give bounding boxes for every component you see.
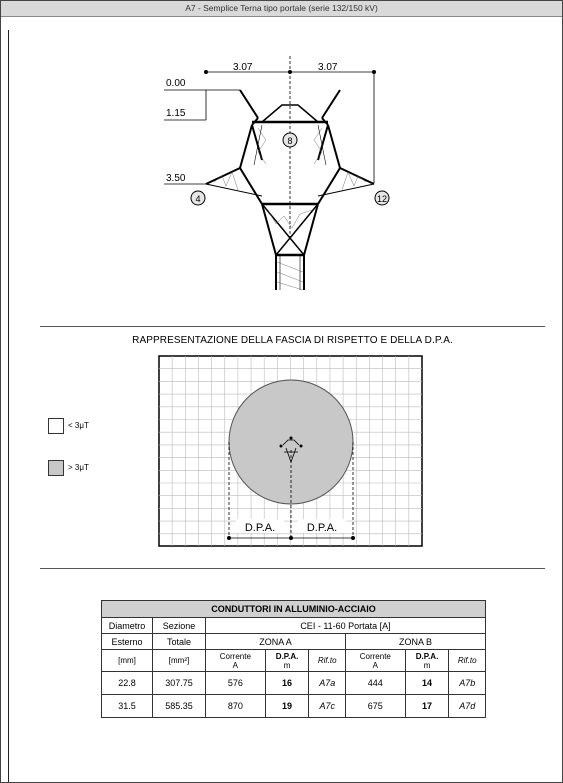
zona-a-header: ZONA A (205, 633, 346, 650)
dim-right-label: 3.07 (318, 62, 338, 73)
level-0-label: 0.00 (166, 78, 186, 89)
legend-high-label: > 3μT (68, 463, 89, 472)
margin-rule (8, 30, 9, 782)
row-diam: 22.8 (101, 671, 153, 695)
dpa-diagram: D.P.A. D.P.A. (158, 355, 423, 547)
legend-low-swatch (48, 418, 64, 434)
col-sezione: Sezione (152, 617, 206, 634)
col-cei: CEI - 11-60 Portata [A] (205, 617, 486, 634)
row-corr-b: 675 (344, 694, 406, 718)
zona-b-header: ZONA B (344, 633, 487, 650)
zona-a-dpa: D.P.A.m (264, 649, 310, 672)
row-diam: 31.5 (101, 694, 153, 718)
section-divider-top (40, 326, 545, 327)
phase-right-label: 12 (377, 194, 387, 204)
row-rif-b: A7b (448, 671, 486, 695)
col-diametro: Diametro (101, 617, 153, 634)
row-sez: 307.75 (152, 671, 206, 695)
legend-low-label: < 3μT (68, 421, 89, 430)
section-divider-bottom (40, 568, 545, 569)
row-sez: 585.35 (152, 694, 206, 718)
row-corr-b: 444 (344, 671, 406, 695)
section-caption: RAPPRESENTAZIONE DELLA FASCIA DI RISPETT… (132, 335, 453, 346)
dpa-b-label: D.P.A. (415, 651, 439, 661)
dpa-left-label: D.P.A. (245, 522, 275, 534)
conductor-table: CONDUTTORI IN ALLUMINIO-ACCIAIO Diametro… (101, 600, 487, 718)
row-dpa-b: 17 (404, 694, 450, 718)
table-title: CONDUTTORI IN ALLUMINIO-ACCIAIO (101, 600, 486, 618)
tower-diagram: 3.07 3.07 0.00 1.15 3.50 8 4 12 (164, 56, 390, 291)
zona-a-rif: Rif.to (308, 649, 346, 672)
row-dpa-a: 16 (264, 671, 310, 695)
row-dpa-b: 14 (404, 671, 450, 695)
legend-high-swatch (48, 460, 64, 476)
row-rif-a: A7a (308, 671, 346, 695)
col-diametro-2: Esterno (101, 633, 153, 650)
dpa-b-unit: m (423, 660, 431, 670)
corrente-b-label: Corrente (359, 651, 391, 661)
row-corr-a: 576 (205, 671, 266, 695)
table-row: 31.5 585.35 870 19 A7c 675 17 A7d (101, 694, 486, 718)
phase-left-label: 4 (195, 194, 200, 204)
phase-mid-label: 8 (287, 136, 292, 146)
dpa-a-unit: m (283, 660, 291, 670)
table-row: 22.8 307.75 576 16 A7a 444 14 A7b (101, 671, 486, 695)
row-rif-a: A7c (308, 694, 346, 718)
col-sezione-2: Totale (152, 633, 206, 650)
page-title: A7 - Semplice Terna tipo portale (serie … (1, 1, 562, 17)
corrente-a-unit: A (232, 660, 239, 670)
col-diametro-unit: [mm] (101, 649, 153, 672)
dpa-right-label: D.P.A. (307, 522, 337, 534)
corrente-b-unit: A (372, 660, 378, 670)
zona-b-rif: Rif.to (448, 649, 486, 672)
level-1-label: 1.15 (166, 108, 186, 119)
level-2-label: 3.50 (166, 173, 186, 184)
row-corr-a: 870 (205, 694, 266, 718)
corrente-a-label: Corrente (219, 651, 251, 661)
dim-left-label: 3.07 (233, 62, 253, 73)
row-rif-b: A7d (448, 694, 486, 718)
dpa-a-label: D.P.A. (275, 651, 299, 661)
zona-b-dpa: D.P.A.m (404, 649, 450, 672)
row-dpa-a: 19 (264, 694, 310, 718)
col-sezione-unit: [mm²] (152, 649, 206, 672)
